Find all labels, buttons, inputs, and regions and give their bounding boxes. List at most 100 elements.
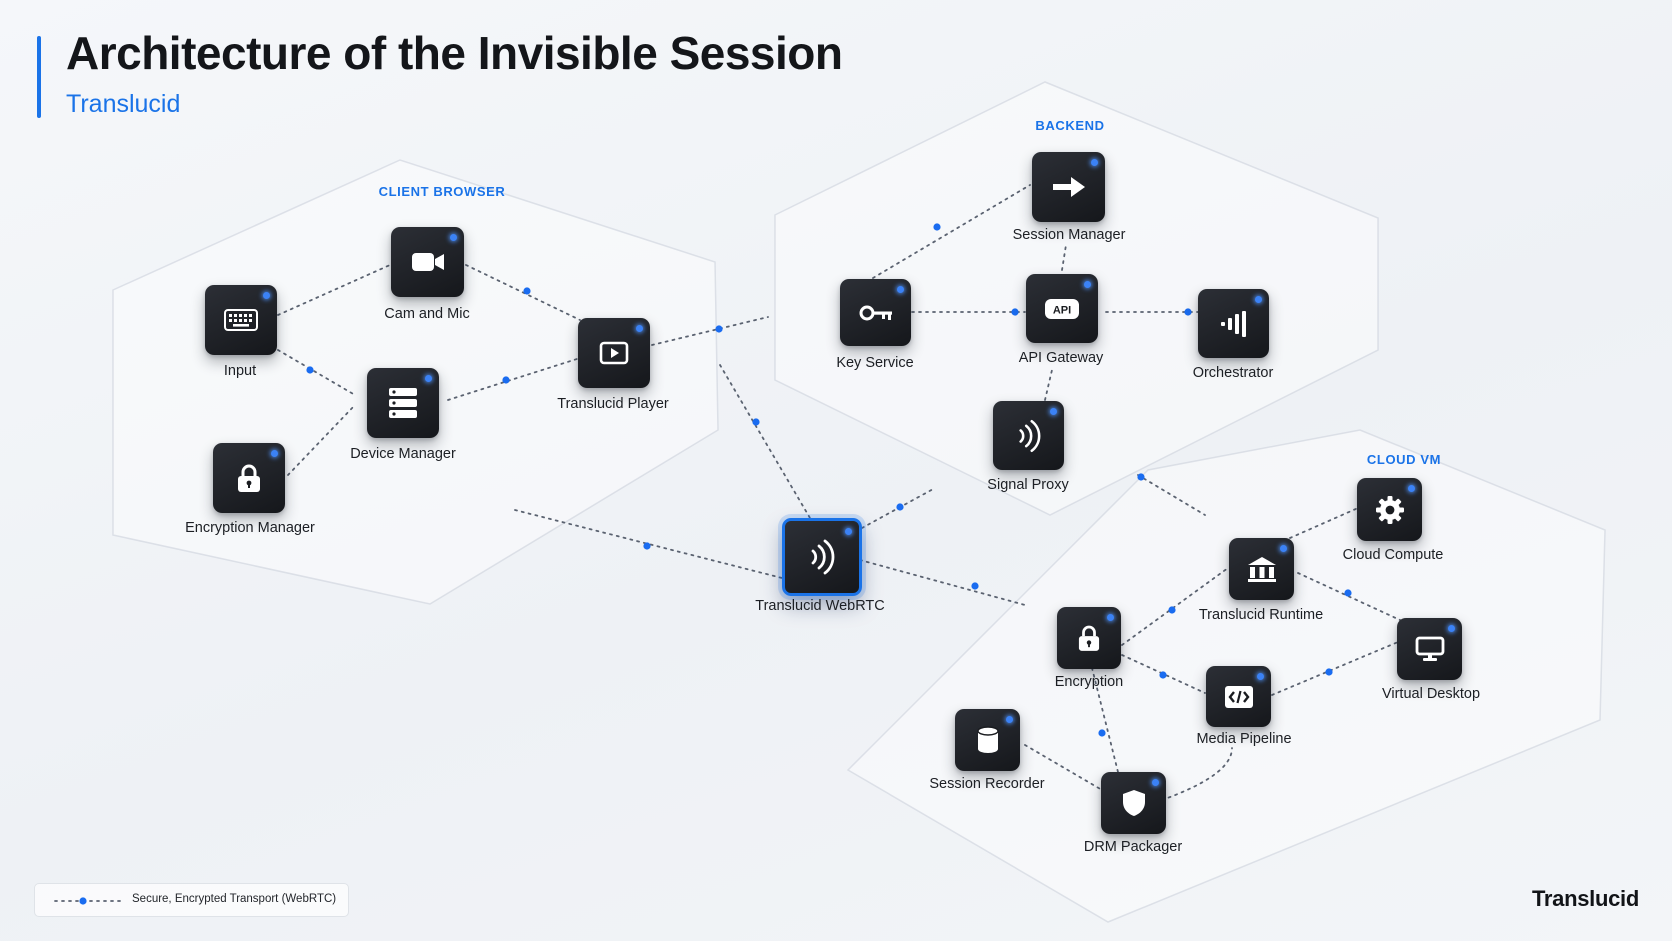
- link-dot: [502, 376, 510, 384]
- link-webrtc-cloud: [859, 559, 1026, 606]
- api-gateway-node[interactable]: API: [1026, 274, 1098, 343]
- translucid-webrtc-node[interactable]: [782, 518, 862, 596]
- link-runtime-vdesk: [1297, 572, 1401, 621]
- status-indicator: [1107, 614, 1114, 621]
- status-indicator: [425, 375, 432, 382]
- link-dot: [306, 366, 314, 374]
- orchestrator-node[interactable]: [1198, 289, 1269, 358]
- media-pipeline-label: Media Pipeline: [1196, 731, 1292, 747]
- session-manager-label: Session Manager: [1012, 227, 1126, 243]
- link-dot: [1098, 729, 1106, 737]
- cam-mic-node[interactable]: [391, 227, 464, 297]
- status-indicator: [1257, 673, 1264, 680]
- legend: Secure, Encrypted Transport (WebRTC): [34, 883, 349, 917]
- signal-waves-icon: [1018, 419, 1040, 452]
- cam-mic-label: Cam and Mic: [384, 306, 470, 322]
- link-dot: [1344, 589, 1352, 597]
- link-dot: [1325, 668, 1333, 676]
- link-player-webrtc: [719, 364, 811, 519]
- status-indicator: [1091, 159, 1098, 166]
- status-indicator: [1084, 281, 1091, 288]
- status-indicator: [271, 450, 278, 457]
- link-player-backend: [651, 316, 769, 346]
- device-manager-node[interactable]: [367, 368, 439, 438]
- virtual-desktop-label: Virtual Desktop: [1381, 686, 1481, 702]
- link-dot: [933, 223, 941, 231]
- code-brackets-icon: [1224, 685, 1253, 708]
- encryption-manager-label: Encryption Manager: [185, 520, 315, 536]
- link-media-vdesk: [1271, 641, 1399, 696]
- status-indicator: [845, 528, 852, 535]
- link-encryption-runtime: [1121, 567, 1229, 646]
- link-recorder-drm: [1024, 744, 1103, 791]
- encryption-manager-node[interactable]: [213, 443, 285, 513]
- legend-transport-line-icon: [54, 897, 122, 905]
- link-backend-cloud: [1137, 474, 1206, 516]
- play-window-icon: [599, 341, 629, 365]
- link-drm-media: [1161, 747, 1233, 801]
- link-runtime-compute: [1289, 507, 1359, 539]
- encryption-label: Encryption: [1054, 674, 1124, 690]
- link-dot: [971, 582, 979, 590]
- link-device-player: [447, 357, 581, 401]
- virtual-desktop-node[interactable]: [1397, 618, 1462, 680]
- link-dot: [715, 325, 723, 333]
- lock-icon: [238, 464, 260, 492]
- link-key-session: [872, 184, 1031, 279]
- link-dot: [1137, 473, 1145, 481]
- status-indicator: [1050, 408, 1057, 415]
- signal-proxy-node[interactable]: [993, 401, 1064, 470]
- api-badge-icon: API: [1045, 298, 1079, 319]
- encryption-node[interactable]: [1057, 607, 1121, 669]
- media-pipeline-node[interactable]: [1206, 666, 1271, 727]
- link-input-device: [277, 349, 356, 396]
- status-indicator: [1408, 485, 1415, 492]
- link-api-session: [1061, 244, 1067, 271]
- input-node[interactable]: [205, 285, 277, 355]
- video-camera-icon: [411, 253, 444, 271]
- database-icon: [976, 726, 999, 753]
- link-dot: [752, 418, 760, 426]
- link-cam-player: [465, 264, 581, 321]
- signal-waves-icon: [811, 539, 835, 575]
- status-indicator: [1006, 716, 1013, 723]
- region-label-cloud: CLOUD VM: [1367, 452, 1441, 467]
- brand-logo: Translucid: [1531, 886, 1639, 911]
- status-indicator: [1255, 296, 1262, 303]
- link-dot: [896, 503, 904, 511]
- link-input-cam: [277, 264, 391, 316]
- key-service-label: Key Service: [836, 355, 914, 371]
- input-label: Input: [223, 363, 257, 379]
- drm-packager-node[interactable]: [1101, 772, 1166, 834]
- session-manager-node[interactable]: [1032, 152, 1105, 222]
- api-gateway-label: API Gateway: [1018, 350, 1104, 366]
- key-icon: [859, 305, 892, 320]
- link-encmgr-device: [287, 404, 356, 476]
- keyboard-icon: [224, 309, 258, 331]
- region-label-backend: BACKEND: [1035, 118, 1104, 133]
- signal-proxy-label: Signal Proxy: [987, 477, 1069, 493]
- cloud-compute-node[interactable]: [1357, 478, 1422, 541]
- status-indicator: [1280, 545, 1287, 552]
- translucid-player-node[interactable]: [578, 318, 650, 388]
- orchestrator-label: Orchestrator: [1192, 365, 1274, 381]
- server-stack-icon: [389, 388, 417, 418]
- session-recorder-label: Session Recorder: [929, 776, 1045, 792]
- title-accent-bar: [37, 36, 41, 118]
- link-dot: [1011, 308, 1019, 316]
- session-recorder-node[interactable]: [955, 709, 1020, 771]
- translucid-runtime-node[interactable]: [1229, 538, 1294, 600]
- link-dot: [643, 542, 651, 550]
- device-manager-label: Device Manager: [350, 446, 456, 462]
- link-dot: [1159, 671, 1167, 679]
- status-indicator: [263, 292, 270, 299]
- cloud-compute-label: Cloud Compute: [1342, 547, 1444, 563]
- key-service-node[interactable]: [840, 279, 911, 346]
- monitor-icon: [1415, 636, 1444, 661]
- link-dot: [1184, 308, 1192, 316]
- bars-signal-icon: [1220, 310, 1246, 337]
- gear-icon: [1375, 495, 1404, 524]
- shield-icon: [1122, 790, 1145, 816]
- legend-label: Secure, Encrypted Transport (WebRTC): [132, 893, 337, 905]
- link-encryption-media: [1121, 654, 1206, 694]
